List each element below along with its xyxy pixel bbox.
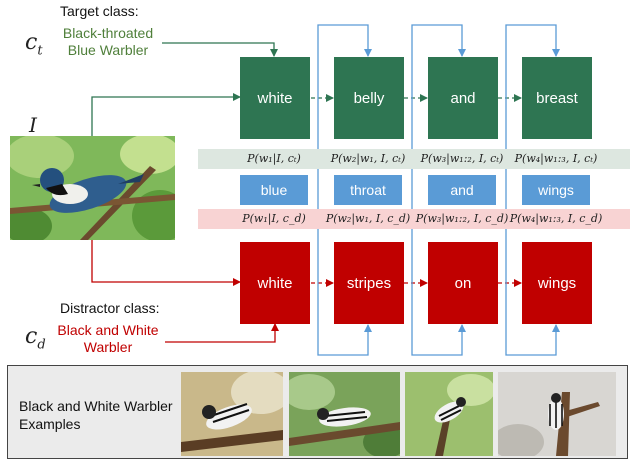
target-class-name-line1: Black-throated	[62, 25, 154, 41]
distractor-class-name-line2: Warbler	[83, 339, 133, 355]
example-image-3	[405, 372, 493, 456]
target-class-name: Black-throated Blue Warbler	[58, 25, 158, 59]
target-word-box-3: and	[428, 57, 498, 139]
feedback-loop-bottom-2	[411, 190, 466, 356]
distractor-heading: Distractor class:	[60, 300, 160, 316]
target-prob-2: P(w₂|w₁, I, cₜ)	[330, 152, 406, 165]
target-word-box-4: breast	[522, 57, 592, 139]
shared-word-box-3: and	[428, 175, 496, 205]
example-image-4	[498, 372, 616, 456]
examples-label-line2: Examples	[19, 416, 81, 432]
target-prob-1: P(w₁|I, cₜ)	[247, 152, 301, 165]
feedback-loop-top-3	[505, 24, 560, 190]
feedback-loop-top-2	[411, 24, 466, 190]
feedback-loop-bottom-3	[505, 190, 560, 356]
input-bird-image	[10, 136, 175, 240]
image-to-distractor-arrow	[91, 240, 241, 286]
target-class-arrow	[162, 42, 278, 57]
distractor-class-name-line1: Black and White	[57, 322, 159, 338]
distractor-word-box-4: wings	[522, 242, 592, 324]
feedback-loop-top-1	[317, 24, 372, 190]
shared-word-box-2: throat	[334, 175, 402, 205]
input-symbol: I	[29, 113, 37, 137]
distractor-class-arrow	[165, 323, 279, 343]
distractor-word-box-1: white	[240, 242, 310, 324]
distractor-prob-4: P(w₄|w₁:₃, I, c_d)	[509, 212, 603, 225]
examples-label-line1: Black and White Warbler	[19, 398, 173, 414]
distractor-class-name: Black and White Warbler	[50, 322, 166, 356]
distractor-word-box-2: stripes	[334, 242, 404, 324]
target-class-symbol: ct	[25, 30, 43, 59]
target-prob-4: P(w₄|w₁:₃, I, cₜ)	[514, 152, 598, 165]
feedback-loop-bottom-1	[317, 190, 372, 356]
example-image-2	[289, 372, 400, 456]
examples-label: Black and White Warbler Examples	[19, 397, 173, 433]
target-heading: Target class:	[60, 3, 139, 19]
target-word-box-1: white	[240, 57, 310, 139]
distractor-prob-1: P(w₁|I, c_d)	[242, 212, 306, 225]
target-class-name-line2: Blue Warbler	[67, 42, 149, 58]
distractor-prob-band	[198, 209, 630, 229]
shared-word-box-4: wings	[522, 175, 590, 205]
target-word-box-2: belly	[334, 57, 404, 139]
shared-word-box-1: blue	[240, 175, 308, 205]
target-prob-band	[198, 149, 630, 169]
target-prob-3: P(w₃|w₁:₂, I, cₜ)	[420, 152, 504, 165]
image-to-target-arrow	[91, 93, 241, 136]
distractor-prob-3: P(w₃|w₁:₂, I, c_d)	[415, 212, 509, 225]
example-image-1	[181, 372, 283, 456]
distractor-word-box-3: on	[428, 242, 498, 324]
distractor-class-symbol: cd	[25, 324, 46, 353]
distractor-prob-2: P(w₂|w₁, I, c_d)	[325, 212, 411, 225]
